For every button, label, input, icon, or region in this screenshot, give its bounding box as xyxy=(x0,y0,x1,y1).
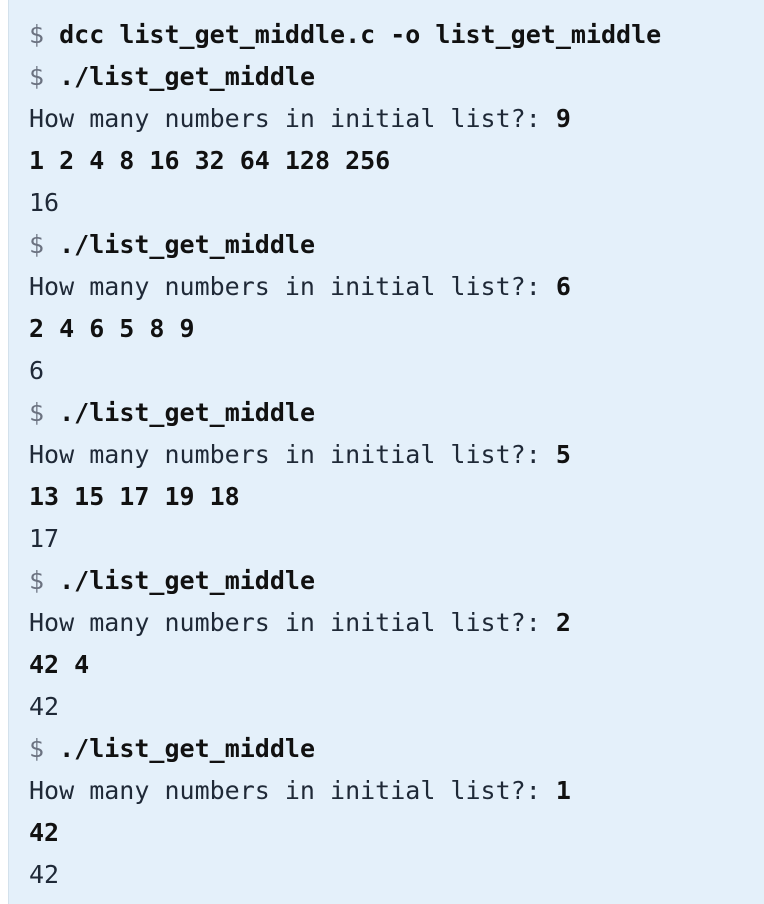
command-line: $ ./list_get_middle xyxy=(29,56,764,98)
command-text: ./list_get_middle xyxy=(59,566,315,595)
question-answer: 6 xyxy=(555,272,571,301)
input-line: 42 xyxy=(29,812,764,854)
question-line: How many numbers in initial list?: 2 xyxy=(29,602,764,644)
command-text: ./list_get_middle xyxy=(59,62,315,91)
question-text: How many numbers in initial list?: xyxy=(29,608,541,637)
output-line: 42 xyxy=(29,854,764,896)
prompt-symbol: $ xyxy=(29,398,45,427)
command-line: $ ./list_get_middle xyxy=(29,560,764,602)
command-line: $ ./list_get_middle xyxy=(29,392,764,434)
prompt-symbol: $ xyxy=(29,566,45,595)
input-line: 1 2 4 8 16 32 64 128 256 xyxy=(29,140,764,182)
input-text: 13 15 17 19 18 xyxy=(29,482,240,511)
question-answer: 2 xyxy=(555,608,571,637)
question-answer: 9 xyxy=(555,104,571,133)
question-line: How many numbers in initial list?: 9 xyxy=(29,98,764,140)
command-text: ./list_get_middle xyxy=(59,230,315,259)
input-text: 2 4 6 5 8 9 xyxy=(29,314,195,343)
terminal-output: $ dcc list_get_middle.c -o list_get_midd… xyxy=(8,0,764,904)
input-line: 13 15 17 19 18 xyxy=(29,476,764,518)
output-text: 42 xyxy=(29,692,60,721)
question-text: How many numbers in initial list?: xyxy=(29,272,541,301)
question-line: How many numbers in initial list?: 5 xyxy=(29,434,764,476)
question-line: How many numbers in initial list?: 1 xyxy=(29,770,764,812)
question-text: How many numbers in initial list?: xyxy=(29,104,541,133)
question-answer: 5 xyxy=(555,440,571,469)
question-line: How many numbers in initial list?: 6 xyxy=(29,266,764,308)
command-line: $ ./list_get_middle xyxy=(29,224,764,266)
output-text: 17 xyxy=(29,524,60,553)
output-line: 42 xyxy=(29,686,764,728)
output-text: 16 xyxy=(29,188,60,217)
prompt-symbol: $ xyxy=(29,62,45,91)
command-text: dcc list_get_middle.c -o list_get_middle xyxy=(59,20,662,49)
output-line: 16 xyxy=(29,182,764,224)
question-text: How many numbers in initial list?: xyxy=(29,440,541,469)
input-line: 42 4 xyxy=(29,644,764,686)
question-answer: 1 xyxy=(555,776,571,805)
output-text: 6 xyxy=(29,356,45,385)
output-line: 17 xyxy=(29,518,764,560)
question-text: How many numbers in initial list?: xyxy=(29,776,541,805)
prompt-symbol: $ xyxy=(29,230,45,259)
output-line: 6 xyxy=(29,350,764,392)
output-text: 42 xyxy=(29,860,60,889)
input-line: 2 4 6 5 8 9 xyxy=(29,308,764,350)
command-text: ./list_get_middle xyxy=(59,734,315,763)
input-text: 1 2 4 8 16 32 64 128 256 xyxy=(29,146,391,175)
command-text: ./list_get_middle xyxy=(59,398,315,427)
prompt-symbol: $ xyxy=(29,734,45,763)
input-text: 42 4 xyxy=(29,650,90,679)
input-text: 42 xyxy=(29,818,60,847)
command-line: $ dcc list_get_middle.c -o list_get_midd… xyxy=(29,14,764,56)
prompt-symbol: $ xyxy=(29,20,45,49)
command-line: $ ./list_get_middle xyxy=(29,728,764,770)
